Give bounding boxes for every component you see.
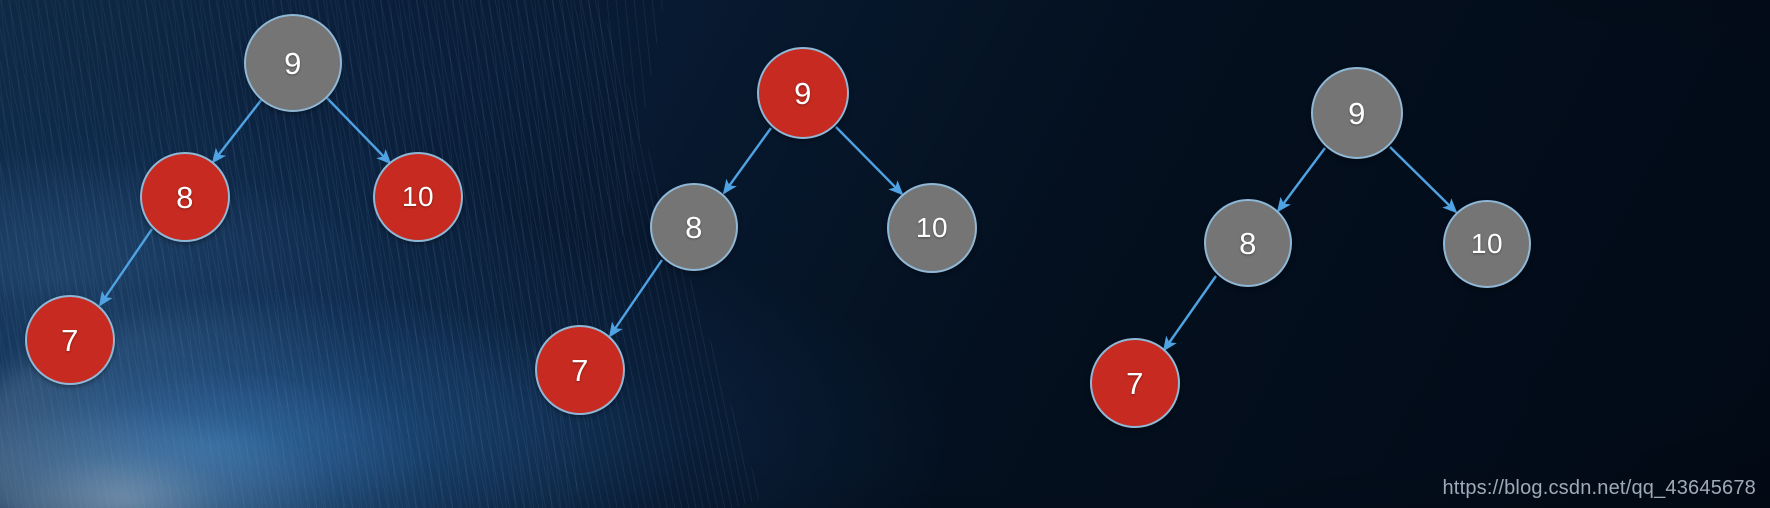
tree-node-8: 8: [1204, 199, 1292, 287]
tree-node-label: 10: [915, 212, 949, 243]
tree-node-label: 8: [685, 209, 703, 245]
tree-node-7: 7: [25, 295, 115, 385]
tree-node-10: 10: [887, 183, 977, 273]
tree-edge: [608, 259, 663, 338]
watermark-url: https://blog.csdn.net/qq_43645678: [1442, 477, 1756, 499]
tree-node-label: 9: [794, 75, 812, 111]
tree-node-8: 8: [140, 152, 230, 242]
tree-node-8: 8: [650, 183, 738, 271]
tree-edge: [211, 98, 263, 164]
tree-node-label: 8: [1239, 225, 1257, 261]
tree-node-label: 7: [1126, 365, 1144, 401]
tree-edge: [722, 127, 772, 195]
tree-node-label: 8: [176, 179, 194, 215]
tree-node-label: 9: [284, 45, 302, 81]
tree-node-10: 10: [1443, 200, 1531, 288]
tree-node-9: 9: [1311, 67, 1403, 159]
tree-edge: [98, 228, 153, 307]
tree-edge: [1162, 275, 1217, 352]
tree-node-7: 7: [1090, 338, 1180, 428]
tree-edge: [1389, 146, 1458, 214]
tree-node-label: 9: [1348, 95, 1366, 131]
tree-node-7: 7: [535, 325, 625, 415]
tree-node-label: 7: [571, 352, 589, 388]
tree-node-9: 9: [757, 47, 849, 139]
tree-edge: [835, 126, 904, 196]
tree-edge: [325, 96, 392, 165]
tree-node-label: 10: [1470, 228, 1504, 259]
tree-node-label: 10: [401, 181, 435, 212]
tree-node-9: 9: [244, 14, 342, 112]
tree-node-10: 10: [373, 152, 463, 242]
tree-edge: [1276, 147, 1326, 213]
tree-node-label: 7: [61, 322, 79, 358]
